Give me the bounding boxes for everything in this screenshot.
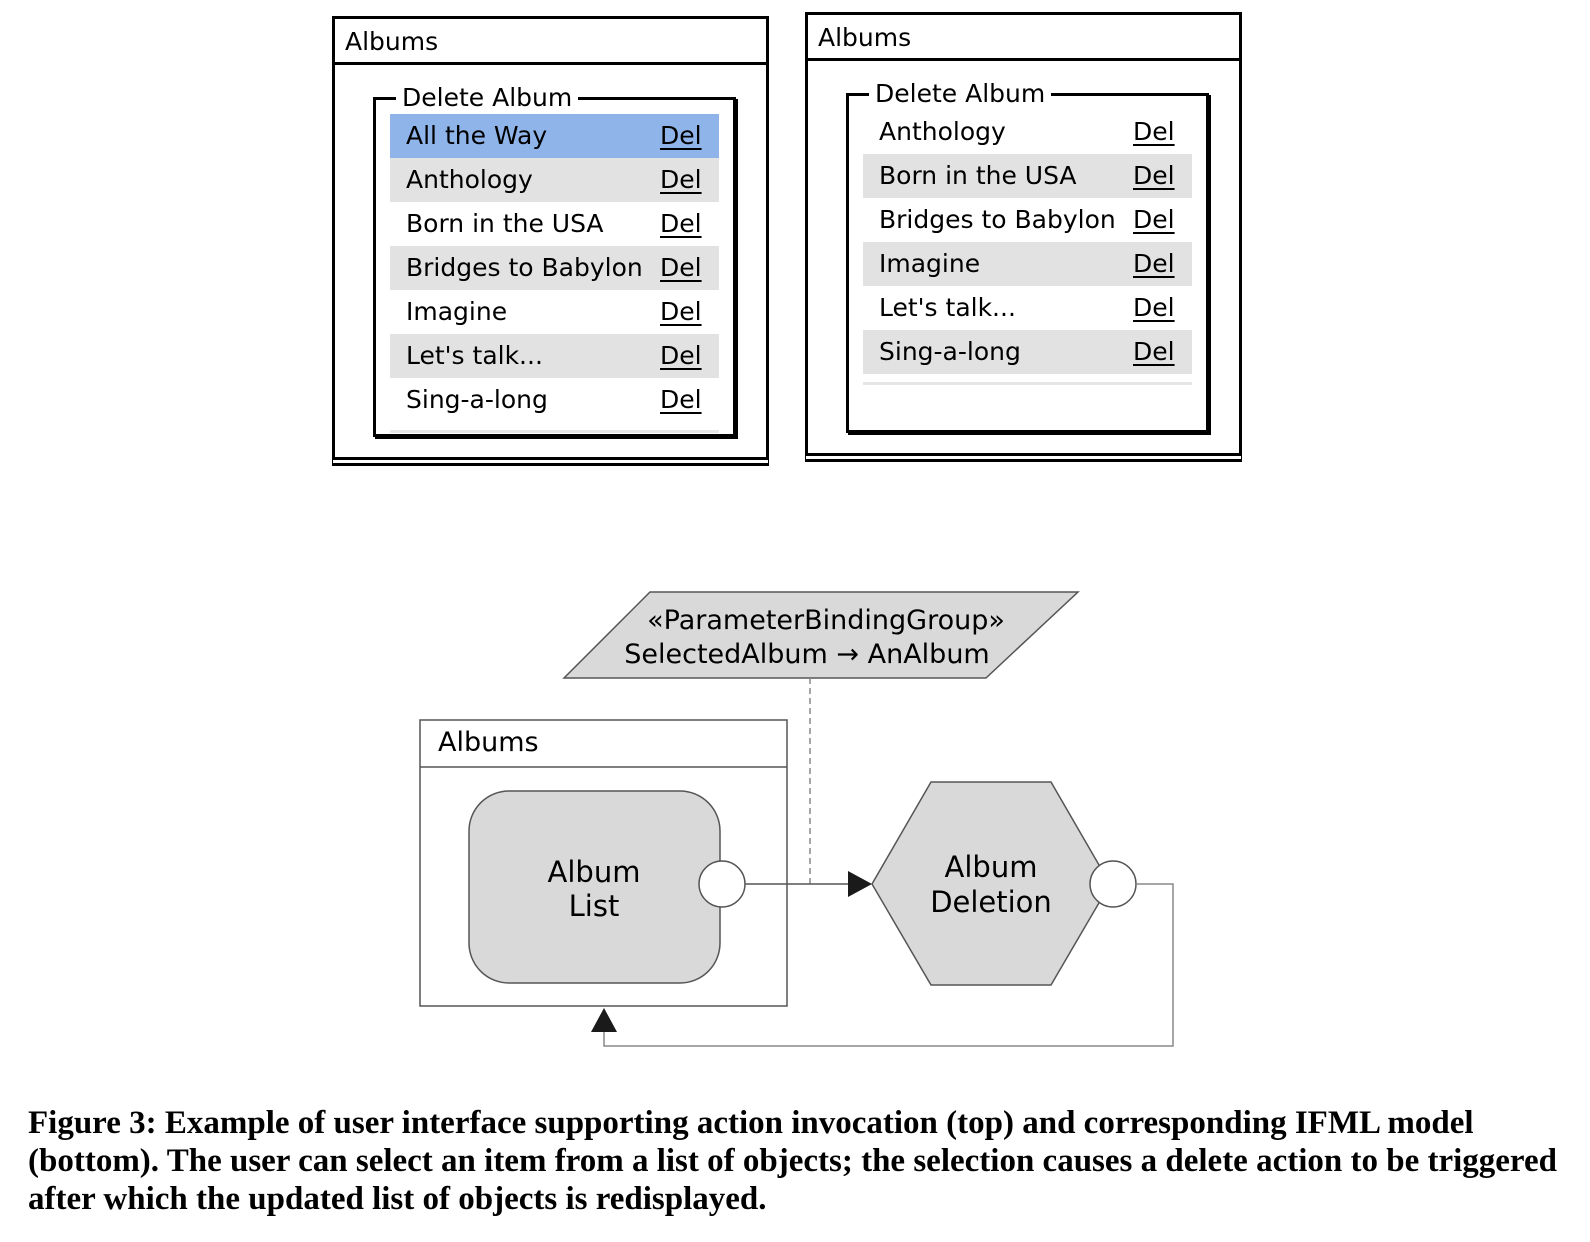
parameter-binding-group-shape [562,591,1080,679]
album-name: Let's talk... [406,341,543,370]
empty-row [863,374,1192,385]
album-row[interactable]: Sing-a-long Del [863,330,1192,374]
album-name: Sing-a-long [406,385,548,414]
select-event-circle [698,860,746,908]
delete-link[interactable]: Del [1133,205,1175,234]
flow-arrowhead-list [591,1008,617,1032]
album-name: Born in the USA [879,161,1077,190]
album-name: Anthology [879,117,1006,146]
album-row[interactable]: Bridges to Babylon Del [863,198,1192,242]
group-label: Delete Album [869,79,1052,109]
album-deletion-action [871,781,1111,986]
album-name: Sing-a-long [879,337,1021,366]
album-row[interactable]: All the Way Del [390,114,719,158]
window-title: Albums [335,19,766,65]
album-name: Imagine [879,249,981,278]
album-row[interactable]: Let's talk... Del [390,334,719,378]
group-label: Delete Album [396,83,579,113]
action-label-line1: Album [945,850,1038,884]
album-row[interactable]: Born in the USA Del [863,154,1192,198]
delete-link[interactable]: Del [1133,161,1175,190]
album-row[interactable]: Bridges to Babylon Del [390,246,719,290]
flow-arrowhead-action [848,871,872,897]
album-row[interactable]: Anthology Del [863,110,1192,154]
window-title: Albums [808,15,1239,61]
delete-link[interactable]: Del [1133,117,1175,146]
album-name: Born in the USA [406,209,604,238]
navigation-flow-back-to-list [603,883,1174,1047]
album-row[interactable]: Born in the USA Del [390,202,719,246]
empty-row [390,422,719,433]
delete-link[interactable]: Del [1133,337,1175,366]
album-row[interactable]: Let's talk... Del [863,286,1192,330]
album-list-label-line1: Album [548,855,641,889]
album-row[interactable]: Anthology Del [390,158,719,202]
album-row[interactable]: Sing-a-long Del [390,378,719,422]
album-name: Anthology [406,165,533,194]
album-name: Bridges to Babylon [406,253,643,282]
album-name: Let's talk... [879,293,1016,322]
action-label-line2: Deletion [930,885,1052,919]
action-completion-event-circle [1089,860,1137,908]
ifml-model: «ParameterBindingGroup» SelectedAlbum → … [419,591,1174,1047]
delete-link[interactable]: Del [660,297,702,326]
album-list-label-line2: List [569,889,620,923]
album-name: All the Way [406,121,548,150]
delete-link[interactable]: Del [660,341,702,370]
delete-link[interactable]: Del [660,165,702,194]
album-name: Bridges to Babylon [879,205,1116,234]
album-row[interactable]: Imagine Del [390,290,719,334]
delete-link[interactable]: Del [660,209,702,238]
figure-caption: Figure 3: Example of user interface supp… [28,1105,1557,1217]
delete-link[interactable]: Del [660,121,702,150]
delete-link[interactable]: Del [660,385,702,414]
binding-group-binding: SelectedAlbum → AnAlbum [624,639,989,670]
delete-link[interactable]: Del [660,253,702,282]
container-title: Albums [438,727,539,758]
binding-group-stereotype: «ParameterBindingGroup» [647,605,1005,636]
album-row[interactable]: Imagine Del [863,242,1192,286]
album-name: Imagine [406,297,508,326]
delete-link[interactable]: Del [1133,293,1175,322]
delete-link[interactable]: Del [1133,249,1175,278]
